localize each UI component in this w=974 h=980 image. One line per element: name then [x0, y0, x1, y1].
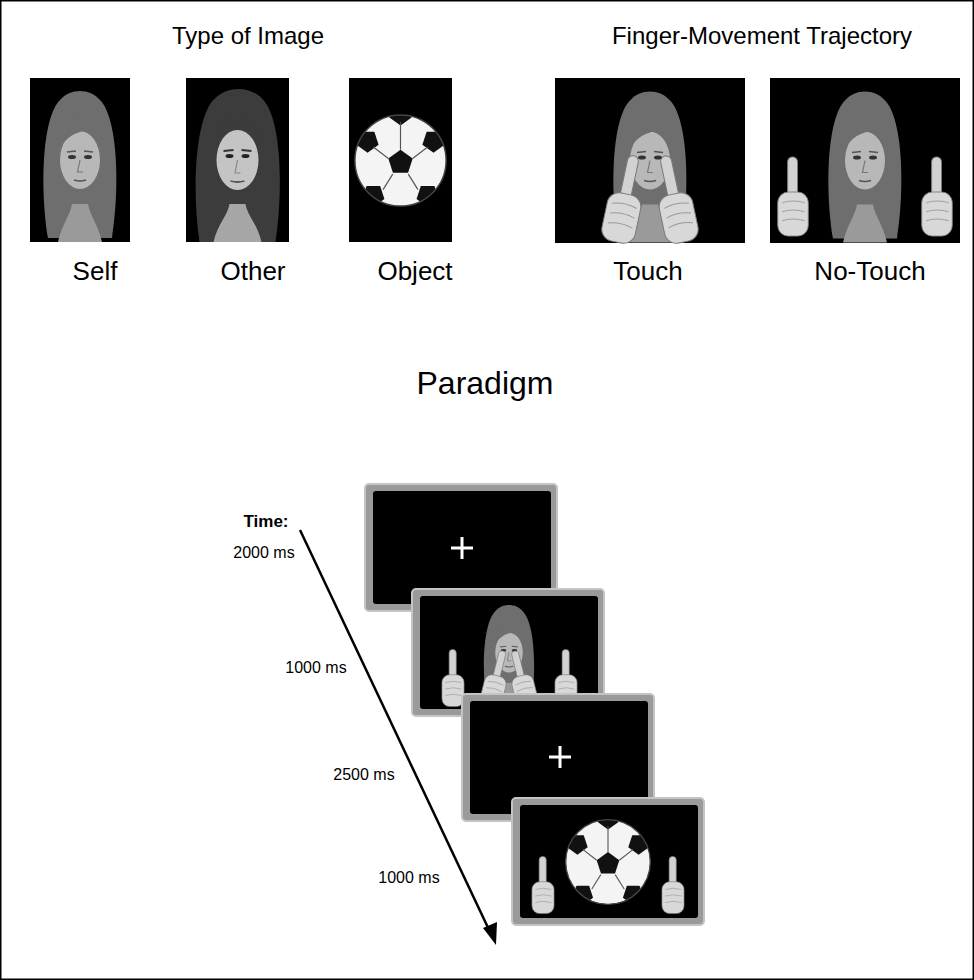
- figure-label: Self: [73, 257, 118, 286]
- time-arrow: [300, 530, 497, 945]
- figure-label: Paradigm: [417, 366, 554, 401]
- object-stimulus-frame: [512, 798, 704, 925]
- other-image: [186, 78, 289, 242]
- object-image: [349, 78, 452, 242]
- self-image: [30, 78, 130, 242]
- figure-label: Finger-Movement Trajectory: [612, 23, 912, 49]
- no-touch-image: [770, 78, 960, 243]
- figure-label: 2000 ms: [233, 544, 294, 562]
- figure-label: No-Touch: [814, 257, 925, 286]
- figure-label: Touch: [613, 257, 682, 286]
- figure-label: Time:: [243, 513, 288, 532]
- figure-label: 1000 ms: [285, 659, 346, 677]
- figure-label: 2500 ms: [333, 766, 394, 784]
- figure-label: Other: [220, 257, 285, 286]
- figure-label: 1000 ms: [378, 869, 439, 887]
- touch-image: [555, 78, 745, 246]
- figure-label: Object: [377, 257, 452, 286]
- figure-label: Type of Image: [172, 23, 324, 49]
